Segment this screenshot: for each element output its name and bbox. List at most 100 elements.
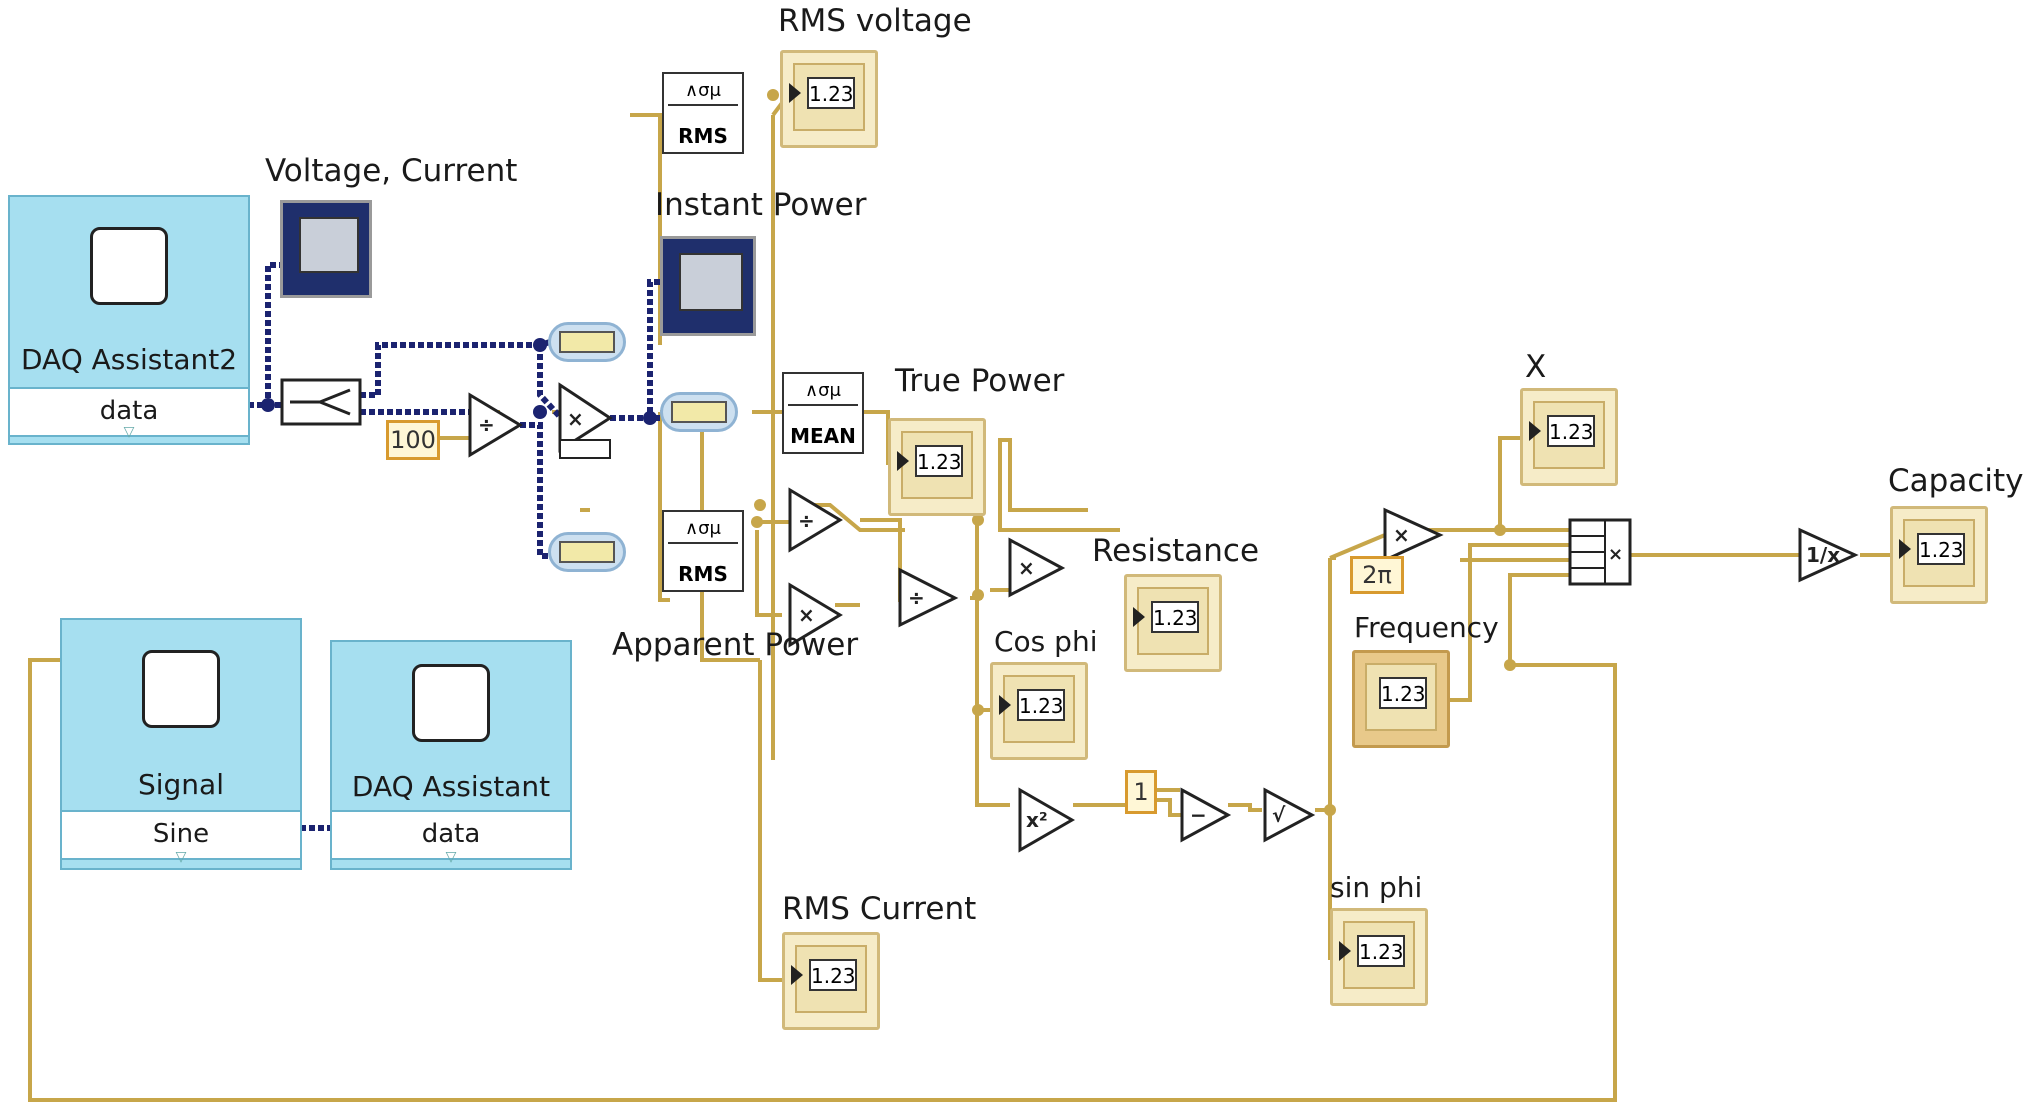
op-multiply-1: × xyxy=(567,407,584,431)
label-cos-phi: Cos phi xyxy=(994,625,1098,658)
divide-node-2 xyxy=(788,487,843,553)
op-multiply-4: × xyxy=(1393,523,1410,547)
label-resistance: Resistance xyxy=(1092,533,1260,569)
input-arrow-icon xyxy=(791,965,803,985)
op-multiply-3: × xyxy=(1018,556,1035,580)
resistance-indicator[interactable]: 1.23 xyxy=(1124,574,1222,672)
function-name: RMS xyxy=(678,124,728,148)
op-square: x² xyxy=(1026,808,1048,832)
label-sin-phi: sin phi xyxy=(1330,871,1423,904)
capacity-indicator[interactable]: 1.23 xyxy=(1890,506,1988,604)
rms-current-function[interactable]: ∧σμ RMS xyxy=(662,510,744,592)
op-subtract: − xyxy=(1190,803,1207,827)
daq-assistant2-block[interactable]: DAQ Assistant2 data ▽ xyxy=(8,195,250,445)
sqrt-node xyxy=(1263,787,1316,843)
expand-arrow-icon[interactable]: ▽ xyxy=(175,849,187,865)
indicator-value: 1.23 xyxy=(1917,533,1965,565)
indicator-value: 1.23 xyxy=(1547,415,1595,447)
daq-card-icon xyxy=(412,664,490,742)
constant-1[interactable]: 1 xyxy=(1125,770,1157,814)
input-arrow-icon xyxy=(1133,607,1145,627)
indicator-value: 1.23 xyxy=(1151,601,1199,633)
square-node xyxy=(1018,787,1076,853)
label-voltage-current: Voltage, Current xyxy=(265,153,518,189)
signal-title: Signal xyxy=(137,768,224,801)
indicator-value: 1.23 xyxy=(1357,935,1405,967)
constant-2pi[interactable]: 2π xyxy=(1350,556,1404,594)
subtract-node xyxy=(1180,787,1232,843)
indicator-value: 1.23 xyxy=(809,959,857,991)
label-x: X xyxy=(1525,349,1547,385)
indicator-value: 1.23 xyxy=(807,77,855,109)
label-apparent-power: Apparent Power xyxy=(612,627,859,663)
label-frequency: Frequency xyxy=(1354,611,1499,644)
voltage-current-graph[interactable] xyxy=(280,200,372,298)
x-indicator[interactable]: 1.23 xyxy=(1520,388,1618,486)
true-power-indicator[interactable]: 1.23 xyxy=(888,418,986,516)
compound-multiply: × xyxy=(1568,518,1632,586)
daq-assistant-terminal[interactable]: data xyxy=(332,810,570,860)
constant-100[interactable]: 100 xyxy=(386,420,440,460)
daq-assistant2-terminal[interactable]: data xyxy=(10,387,248,437)
reciprocal-node xyxy=(1798,527,1859,583)
daq-assistant-title: DAQ Assistant xyxy=(351,770,551,803)
input-arrow-icon xyxy=(999,695,1011,715)
split-signal-node xyxy=(280,378,362,426)
input-arrow-icon xyxy=(1899,539,1911,559)
divide-node-3 xyxy=(898,567,959,628)
signal-terminal[interactable]: Sine xyxy=(62,810,300,860)
arithmetic-nodes xyxy=(468,382,1859,853)
function-name: MEAN xyxy=(790,424,856,448)
signal-generator-icon xyxy=(142,650,220,728)
input-arrow-icon xyxy=(789,83,801,103)
label-rms-voltage: RMS voltage xyxy=(778,3,972,39)
indicator-value: 1.23 xyxy=(1017,689,1065,721)
label-rms-current: RMS Current xyxy=(782,891,977,927)
stat-symbol: ∧σμ xyxy=(788,378,858,406)
input-arrow-icon xyxy=(897,451,909,471)
stat-symbol: ∧σμ xyxy=(668,516,738,544)
divide-node-1 xyxy=(468,392,523,458)
op-multiply-2: × xyxy=(798,603,815,627)
op-divide-3: ÷ xyxy=(908,586,925,610)
label-capacity: Capacity xyxy=(1888,463,2024,499)
rms-voltage-indicator[interactable]: 1.23 xyxy=(780,50,878,148)
op-reciprocal: 1/x xyxy=(1806,543,1840,567)
stat-symbol: ∧σμ xyxy=(668,78,738,106)
dbl-icon xyxy=(559,439,611,459)
multiply-node-1 xyxy=(558,382,613,453)
control-value: 1.23 xyxy=(1379,677,1427,709)
multiply-node-3 xyxy=(1008,537,1066,598)
dynamic-data-converter-1[interactable] xyxy=(548,322,626,362)
daq-assistant-block[interactable]: DAQ Assistant data ▽ xyxy=(330,640,572,870)
dynamic-data-converter-2[interactable] xyxy=(660,392,738,432)
multiply-node-4 xyxy=(1383,507,1444,563)
op-divide-2: ÷ xyxy=(798,509,815,533)
waveform-wires xyxy=(248,262,660,831)
multiply-node-2 xyxy=(788,582,843,648)
op-sqrt: √ xyxy=(1272,803,1286,827)
wire-junctions xyxy=(751,89,1516,816)
indicator-value: 1.23 xyxy=(915,445,963,477)
input-arrow-icon xyxy=(1339,941,1351,961)
frequency-control[interactable]: 1.23 xyxy=(1352,650,1450,748)
rms-voltage-function[interactable]: ∧σμ RMS xyxy=(662,72,744,154)
rms-current-indicator[interactable]: 1.23 xyxy=(782,932,880,1030)
mean-function[interactable]: ∧σμ MEAN xyxy=(782,372,864,454)
expand-arrow-icon[interactable]: ▽ xyxy=(123,424,135,440)
expand-arrow-icon[interactable]: ▽ xyxy=(445,849,457,865)
dynamic-data-converter-3[interactable] xyxy=(548,532,626,572)
label-true-power: True Power xyxy=(895,363,1065,399)
op-divide-1: ÷ xyxy=(478,413,495,437)
label-instant-power: Instant Power xyxy=(655,187,867,223)
daq-card-icon xyxy=(90,227,168,305)
function-name: RMS xyxy=(678,562,728,586)
svg-text:×: × xyxy=(1608,544,1623,565)
node-operator-glyphs: ÷ × ÷ × ÷ × x² − √ × 1/x xyxy=(478,407,1840,832)
sin-phi-indicator[interactable]: 1.23 xyxy=(1330,908,1428,1006)
cos-phi-indicator[interactable]: 1.23 xyxy=(990,662,1088,760)
signal-block[interactable]: Signal Sine ▽ xyxy=(60,618,302,870)
waveform-junctions xyxy=(261,338,657,425)
instant-power-graph[interactable] xyxy=(660,236,756,336)
